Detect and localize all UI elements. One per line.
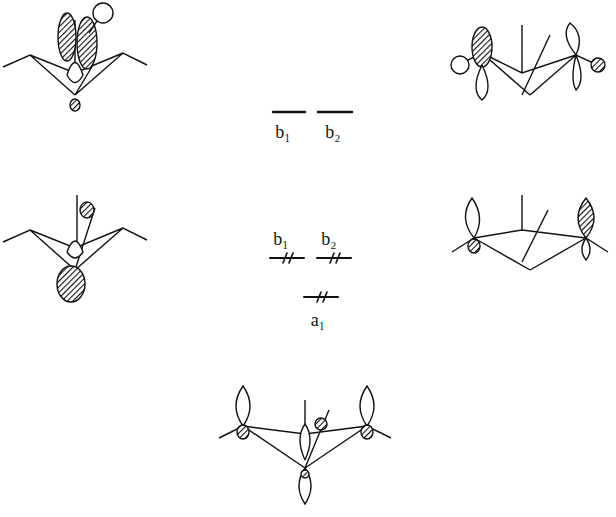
orbital-drawing-part: [77, 17, 97, 69]
orbital-drawing-part: [573, 55, 581, 90]
orbital-drawing-part: [300, 424, 310, 460]
fragment-orbital: [3, 195, 147, 302]
energy-levels: [270, 112, 352, 302]
orbital-drawing-part: [317, 257, 351, 259]
orbital-drawing-part: [89, 21, 97, 33]
orbital-drawing-part: [299, 468, 311, 504]
symmetry-label: a₁: [311, 311, 325, 329]
fragment-orbital: [451, 23, 605, 100]
orbital-drawing-part: [301, 470, 309, 478]
orbital-drawing-part: [476, 65, 488, 100]
symmetry-label: b₁: [275, 123, 290, 141]
orbital-drawing-part: [578, 198, 594, 238]
orbital-drawing-part: [360, 386, 374, 426]
orbital-drawing-part: [451, 56, 469, 74]
orbital-drawing-part: [283, 253, 293, 263]
orbital-drawing-part: [236, 386, 250, 426]
orbital-drawing-part: [270, 257, 304, 259]
orbital-drawing-part: [472, 27, 492, 67]
orbital-drawing-part: [58, 13, 76, 61]
orbital-drawing-part: [80, 202, 94, 218]
orbital-drawing-part: [465, 198, 479, 238]
orbital-drawing-part: [452, 195, 608, 270]
orbital-drawing-part: [57, 266, 85, 302]
orbital-drawing-part: [317, 292, 327, 302]
orbital-drawing-part: [70, 99, 80, 111]
orbital-drawing-part: [304, 296, 338, 298]
symmetry-label: b₂: [325, 123, 340, 141]
orbital-drawing-part: [591, 58, 605, 72]
symmetry-label: b₁: [273, 230, 288, 248]
orbital-drawing-part: [237, 425, 249, 439]
orbital-drawing-part: [361, 425, 373, 439]
orbital-drawing-part: [3, 195, 147, 270]
fragment-orbital: [219, 386, 391, 504]
orbital-drawing-part: [566, 23, 579, 55]
orbital-drawing-part: [67, 63, 83, 83]
fragment-orbital: [3, 3, 147, 111]
orbital-drawing-part: [273, 111, 305, 113]
fragment-orbital: [452, 195, 608, 270]
orbital-drawing-part: [67, 241, 83, 258]
orbital-drawing-part: [318, 111, 352, 113]
symmetry-label: b₂: [321, 230, 336, 248]
orbital-drawing-part: [582, 238, 590, 260]
orbital-drawing-part: [468, 239, 480, 253]
orbital-drawing-part: [315, 418, 327, 430]
orbital-drawing-part: [93, 3, 113, 23]
orbital-drawing-part: [330, 253, 340, 263]
